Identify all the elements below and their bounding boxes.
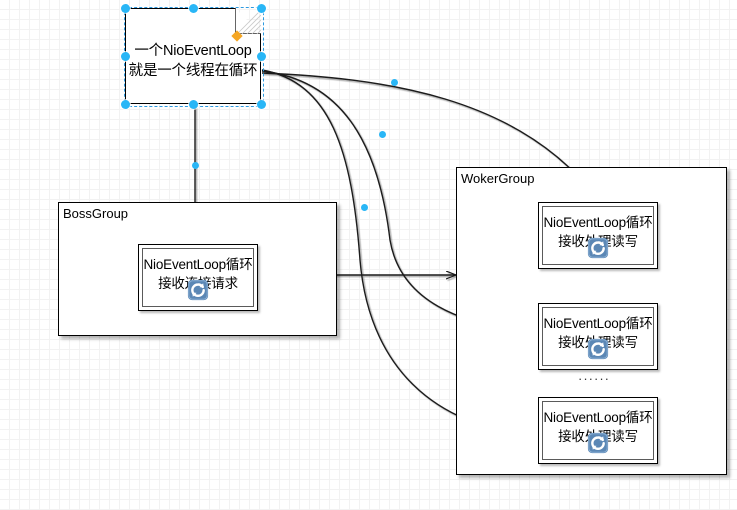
refresh-loop-icon [587, 432, 609, 454]
workergroup-eventloop-inner-1: NioEventLoop循环接收处理读写 [542, 206, 654, 265]
edge-waypoint-worker-2[interactable] [378, 130, 386, 138]
resize-handle-nw[interactable] [120, 3, 130, 13]
bossgroup-eventloop-box[interactable]: NioEventLoop循环接收连接请求 [138, 244, 258, 311]
bossgroup-eventloop-inner: NioEventLoop循环接收连接请求 [142, 248, 254, 307]
workergroup-eventloop-inner-2: NioEventLoop循环接收处理读写 [542, 307, 654, 366]
resize-handle-s[interactable] [188, 99, 198, 109]
resize-handle-sw[interactable] [120, 99, 130, 109]
workergroup-eventloop-box-1[interactable]: NioEventLoop循环接收处理读写 [538, 202, 658, 269]
workergroup-ellipsis: ······ [578, 371, 610, 386]
edge-waypoint-bossgroup[interactable] [191, 161, 199, 169]
resize-handle-ne[interactable] [256, 3, 266, 13]
resize-handle-n[interactable] [188, 3, 198, 13]
resize-handle-w[interactable] [120, 51, 130, 61]
refresh-loop-icon [587, 237, 609, 259]
resize-handle-se[interactable] [256, 99, 266, 109]
refresh-loop-icon [587, 338, 609, 360]
refresh-loop-icon [187, 279, 209, 301]
note-label: 一个NioEventLoop就是一个线程在循环 [128, 43, 258, 79]
workergroup-title: WokerGroup [461, 171, 535, 186]
note-shape[interactable]: 一个NioEventLoop就是一个线程在循环 [125, 8, 261, 104]
resize-handle-e[interactable] [256, 51, 266, 61]
workergroup-eventloop-box-2[interactable]: NioEventLoop循环接收处理读写 [538, 303, 658, 370]
edge-waypoint-worker-3[interactable] [360, 203, 368, 211]
edge-waypoint-worker-1[interactable] [390, 78, 398, 86]
workergroup-eventloop-inner-3: NioEventLoop循环接收处理读写 [542, 401, 654, 460]
bossgroup-title: BossGroup [63, 206, 129, 221]
workergroup-eventloop-box-3[interactable]: NioEventLoop循环接收处理读写 [538, 397, 658, 464]
